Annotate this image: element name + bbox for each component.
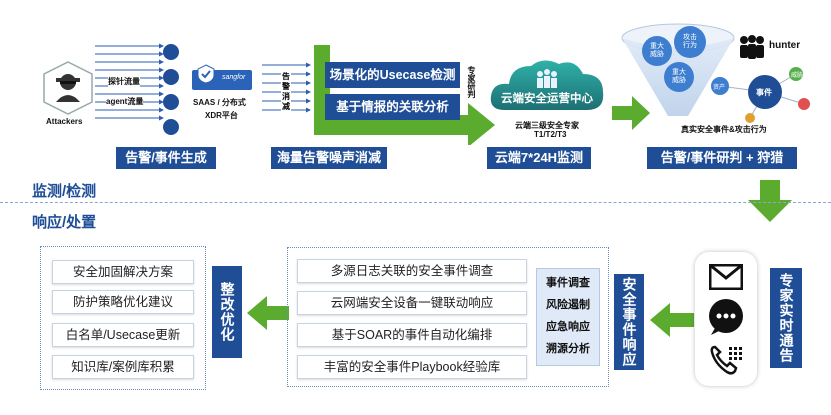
response-action-item: 基于SOAR的事件自动化编排 (297, 323, 527, 347)
arrow-to-funnel (612, 96, 650, 130)
noise-word: 警 (282, 82, 290, 91)
expert-notification-label: 专家实时通告 (778, 273, 795, 363)
response-section-label: 响应/处置 (32, 214, 97, 231)
rectify-tag: 整改优化 (212, 266, 242, 358)
hunter-label: hunter (769, 40, 801, 51)
stage-24h-monitoring: 云端7*24H监测 (487, 147, 591, 169)
rectify-item: 防护策略优化建议 (52, 290, 194, 314)
hunter-icon (738, 34, 766, 60)
real-event-label: 真实安全事件&攻击行为 (681, 125, 767, 134)
noise-word: 消 (282, 92, 290, 101)
funnel-node: 攻击行为 (674, 26, 706, 58)
cloud-expert-label: 云端三级安全专家 (515, 121, 579, 130)
event-graph (711, 67, 810, 123)
usecase-detection-box: 场景化的Usecase检测 (325, 62, 460, 88)
saas-label-line2: XDR平台 (205, 111, 238, 120)
expert-review-vertical: 专家研判 (467, 66, 476, 98)
probe-traffic-label: 探针流量 (108, 76, 140, 87)
mail-icon (709, 264, 743, 290)
response-types-box: 事件调查 风险遏制 应急响应 溯源分析 (536, 268, 600, 366)
shield-icon (197, 64, 215, 84)
rectify-list-box (40, 246, 206, 390)
source-node (163, 69, 179, 85)
saas-label-line1: SAAS / 分布式 (193, 98, 246, 107)
noise-reduction-label: 告 警 消 减 (281, 72, 291, 112)
noise-word: 减 (282, 102, 290, 111)
green-flow-arrow (314, 45, 495, 145)
monitor-section-label: 监测/检测 (32, 183, 97, 200)
threat-node-label: 威胁 (791, 73, 804, 79)
incident-response-tag: 安全事件响应 (614, 274, 644, 370)
cloud-soc-label: 云端安全运营中心 (501, 93, 593, 105)
down-arrow (748, 180, 792, 222)
section-divider (0, 202, 831, 203)
attackers-node (40, 60, 96, 116)
arrow-to-rectify (247, 296, 289, 330)
response-type: 应急响应 (546, 321, 590, 333)
response-action-item: 多源日志关联的安全事件调查 (297, 259, 527, 283)
rectify-item: 白名单/Usecase更新 (52, 323, 194, 347)
cloud-tier-label: T1/T2/T3 (534, 130, 567, 139)
agent-traffic-label: agent流量 (106, 96, 144, 107)
notification-channels (695, 252, 757, 386)
stage-triage-hunting: 告警/事件研判 + 狩猎 (647, 147, 797, 169)
expert-notification-tag: 专家实时通告 (770, 268, 802, 368)
source-node (163, 94, 179, 110)
response-action-item: 丰富的安全事件Playbook经验库 (297, 355, 527, 379)
attackers-label: Attackers (46, 117, 83, 126)
funnel-node: 重大威胁 (642, 36, 672, 66)
noise-word: 告 (282, 72, 290, 81)
source-node (163, 119, 179, 135)
hacker-icon (43, 61, 93, 115)
funnel-node-label: 攻击行为 (683, 34, 697, 49)
response-actions-box (287, 247, 609, 387)
phone-icon (710, 345, 742, 375)
asset-node-label: 资产 (713, 85, 726, 91)
response-type: 溯源分析 (546, 343, 590, 355)
rectify-item: 知识库/案例库积累 (52, 355, 194, 379)
response-type: 风险遏制 (546, 299, 590, 311)
intel-analysis-box: 基于情报的关联分析 (325, 94, 460, 120)
incident-response-label: 安全事件响应 (621, 277, 638, 367)
chat-icon (709, 299, 743, 335)
rectify-item: 安全加固解决方案 (52, 260, 194, 284)
cloud-soc: 云端安全运营中心 (487, 52, 607, 118)
arrow-to-response (650, 303, 694, 337)
funnel-node-label: 重大威胁 (672, 69, 686, 84)
xdr-device: sangfor (192, 64, 252, 90)
response-action-item: 云网端安全设备一键联动响应 (297, 291, 527, 315)
stage-noise-reduction: 海量告警噪声消减 (271, 147, 387, 169)
source-node (163, 44, 179, 60)
response-type: 事件调查 (546, 277, 590, 289)
funnel-node-label: 重大威胁 (650, 43, 664, 58)
rectify-tag-label: 整改优化 (219, 282, 236, 342)
cloud-icon (490, 60, 604, 110)
xdr-device-brand: sangfor (222, 74, 246, 81)
triage-funnel: 重大威胁 攻击行为 重大威胁 (618, 16, 738, 128)
event-node-label: 事件 (756, 88, 772, 97)
stage-alert-generation: 告警/事件生成 (116, 147, 216, 169)
funnel-node: 重大威胁 (664, 62, 694, 92)
